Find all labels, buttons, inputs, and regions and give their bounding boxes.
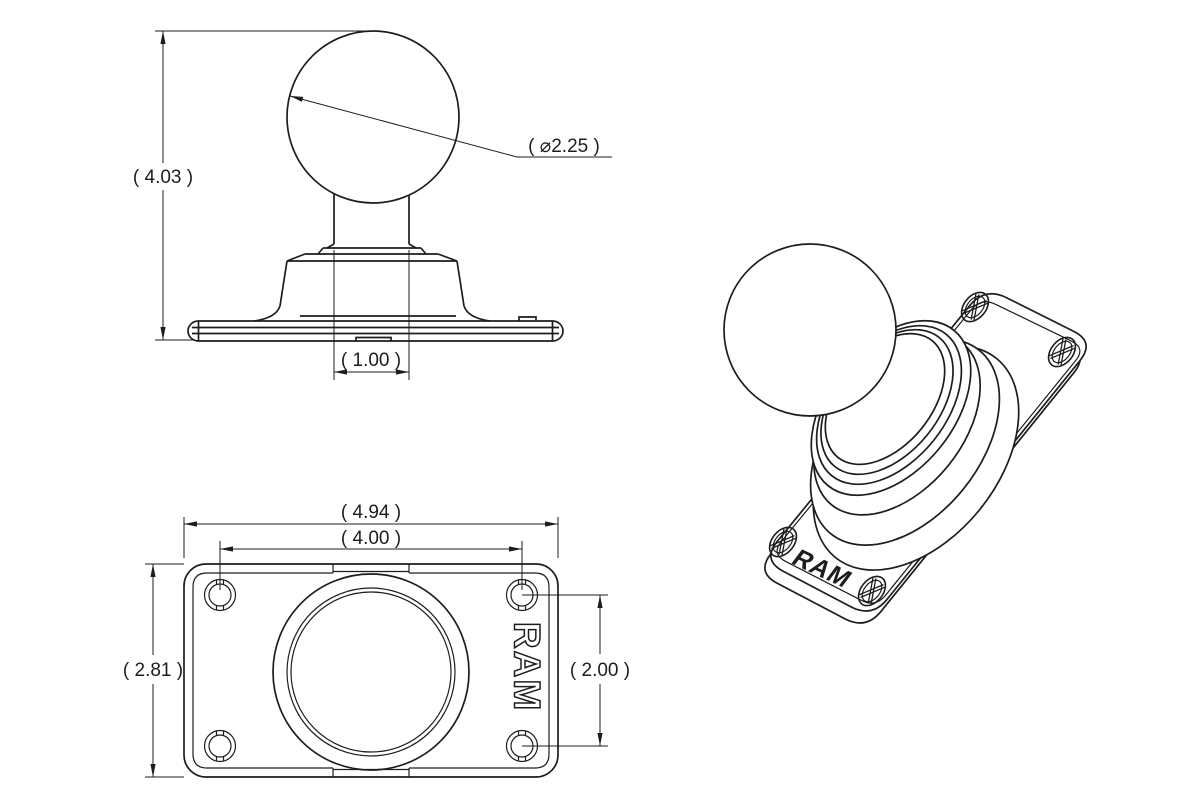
iso-ball bbox=[723, 243, 897, 417]
plan-boss-inner bbox=[286, 587, 456, 757]
dim-overall-height: ( 4.03 ) bbox=[133, 30, 378, 341]
dim-neck-width-label: ( 1.00 ) bbox=[341, 350, 401, 371]
dim-plate-height: ( 2.81 ) bbox=[123, 563, 184, 778]
front-view: ( 4.03 ) ( ⌀2.25 ) ( 1.00 ) bbox=[133, 30, 612, 380]
front-step bbox=[286, 243, 458, 262]
plan-boss-outer bbox=[272, 573, 470, 771]
plan-view: RAM ( 4.94 ) ( 4.00 ) ( 2.81 ) ( 2.00 bbox=[123, 502, 630, 778]
dim-hole-spacing-x-label: ( 4.00 ) bbox=[341, 528, 401, 549]
dim-plate-height-label: ( 2.81 ) bbox=[123, 660, 183, 681]
dim-hole-spacing-y: ( 2.00 ) bbox=[522, 594, 630, 747]
plan-plate-outline bbox=[183, 563, 559, 778]
brand-engraving-plan: RAM bbox=[507, 622, 548, 712]
dim-hole-spacing-y-label: ( 2.00 ) bbox=[570, 660, 630, 681]
plan-plate-inner-edge bbox=[192, 564, 550, 777]
dim-ball-diameter: ( ⌀2.25 ) bbox=[289, 95, 612, 158]
dim-overall-height-label: ( 4.03 ) bbox=[133, 167, 193, 188]
front-cone bbox=[253, 260, 491, 322]
front-plate bbox=[187, 316, 564, 342]
plan-hole-bottom-left bbox=[203, 729, 237, 763]
front-neck bbox=[333, 194, 410, 244]
dim-plate-width: ( 4.94 ) bbox=[183, 502, 559, 558]
dim-neck-width: ( 1.00 ) bbox=[333, 250, 410, 380]
iso-view: RAM bbox=[723, 243, 1087, 624]
plan-boss-inner2 bbox=[290, 591, 452, 753]
dim-plate-width-label: ( 4.94 ) bbox=[341, 502, 401, 523]
dim-hole-spacing-x: ( 4.00 ) bbox=[219, 528, 523, 590]
dim-ball-diameter-label: ( ⌀2.25 ) bbox=[528, 136, 600, 157]
front-ball-outline bbox=[286, 30, 460, 204]
